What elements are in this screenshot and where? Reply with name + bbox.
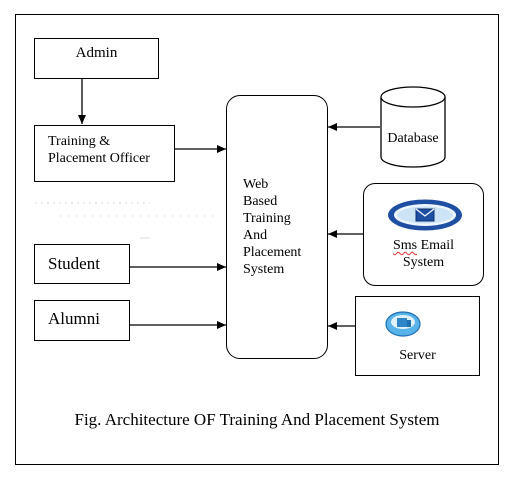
web-system-box (226, 95, 328, 359)
alumni-label: Alumni (48, 309, 100, 328)
web-system-line-4: And (243, 228, 268, 243)
email-word: Email (417, 238, 455, 253)
sms-email-label-line1: Sms Email (363, 238, 484, 254)
web-system-line-5: Placement (243, 245, 302, 260)
server-label: Server (399, 348, 436, 363)
student-box (34, 244, 130, 284)
sms-word: Sms (392, 238, 418, 253)
tpo-label-line1: Training & (48, 134, 111, 149)
web-system-line-2: Based (243, 194, 278, 209)
server-icon (385, 311, 421, 337)
admin-box (34, 38, 159, 79)
sms-email-label-line2: System (402, 255, 445, 270)
server-box (355, 296, 480, 376)
tpo-box (34, 125, 175, 182)
web-system-line-6: System (243, 262, 285, 277)
sms-email-box (363, 183, 484, 286)
database-cylinder (380, 86, 446, 168)
admin-label: Admin (75, 45, 118, 61)
student-label: Student (48, 254, 100, 273)
alumni-box (34, 300, 130, 341)
web-system-line-3: Training (243, 211, 291, 226)
database-label: Database (387, 131, 439, 146)
tpo-label-line2: Placement Officer (48, 151, 150, 166)
web-system-label: Web Based Training And Placement System (243, 176, 301, 278)
web-system-line-1: Web (243, 177, 269, 192)
figure-caption: Fig. Architecture OF Training And Placem… (74, 410, 440, 429)
diagram-frame (15, 14, 499, 465)
envelope-icon (388, 199, 462, 231)
